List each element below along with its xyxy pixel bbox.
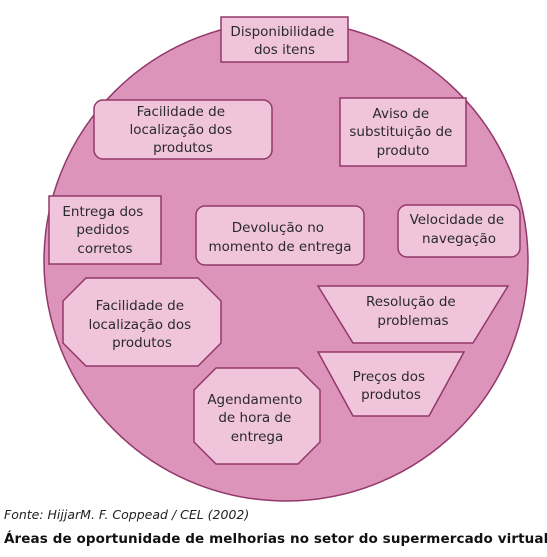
devolucao-line-1: Devolução no <box>232 220 324 236</box>
facilidade-top-line-3: produtos <box>153 140 213 156</box>
aviso-line-3: produto <box>377 143 430 159</box>
entrega-line-3: corretos <box>77 241 132 257</box>
box-entrega-pedidos: Entrega dos pedidos corretos <box>48 195 162 265</box>
octagon-agendamento: Agendamento de hora de entrega <box>193 367 321 465</box>
agendamento-line-3: entrega <box>231 429 284 445</box>
box-facilidade-localizacao-top: Facilidade de localização dos produtos <box>93 99 273 160</box>
svg-text:Velocidade de navegação: Velocidade de navegação <box>410 212 509 247</box>
entrega-line-1: Entrega dos <box>62 204 143 220</box>
trapezoid-precos-produtos: Preços dos produtos <box>316 351 466 417</box>
agendamento-line-2: de hora de <box>218 410 291 426</box>
velocidade-line-1: Velocidade de <box>410 212 505 228</box>
improvement-areas-diagram: Disponibilidade dos itens Facilidade de … <box>43 16 529 502</box>
precos-line-1: Preços dos <box>353 369 425 385</box>
box-velocidade-navegacao: Velocidade de navegação <box>397 204 521 258</box>
box-disponibilidade: Disponibilidade dos itens <box>220 16 349 63</box>
aviso-line-2: substituição de <box>349 124 452 140</box>
facilidade-oct-line-1: Facilidade de <box>96 298 184 314</box>
facilidade-top-line-2: localização dos <box>130 122 233 138</box>
devolucao-line-2: momento de entrega <box>209 239 352 255</box>
box-aviso-substituicao: Aviso de substituição de produto <box>339 97 467 167</box>
svg-text:Preços dos produtos: Preços dos produtos <box>353 369 430 403</box>
svg-text:Aviso de substituição de: Aviso de substituição de produto <box>349 106 456 159</box>
svg-text:Facilidade de localizaçã: Facilidade de localização dos produtos <box>89 298 196 351</box>
resolucao-line-2: problemas <box>377 313 448 329</box>
svg-text:Resolução de problemas: Resolução de problemas <box>366 294 460 329</box>
svg-text:Devolução no momento de: Devolução no momento de entrega <box>209 220 352 255</box>
aviso-line-1: Aviso de <box>373 106 430 122</box>
source-note: Fonte: HijjarM. F. Coppead / CEL (2002) <box>4 507 250 522</box>
figure-caption: Áreas de oportunidade de melhorias no se… <box>4 531 547 547</box>
svg-text:Facilidade de localizaçã: Facilidade de localização dos produtos <box>130 104 237 156</box>
facilidade-oct-line-2: localização dos <box>89 317 192 333</box>
disponibilidade-line-2: dos itens <box>254 42 315 58</box>
entrega-line-2: pedidos <box>76 222 129 238</box>
facilidade-oct-line-3: produtos <box>112 335 172 351</box>
svg-text:Disponibilidade dos iten: Disponibilidade dos itens <box>230 24 338 58</box>
velocidade-line-2: navegação <box>422 231 496 247</box>
agendamento-line-1: Agendamento <box>207 392 302 408</box>
trapezoid-resolucao-problemas: Resolução de problemas <box>316 285 510 344</box>
svg-text:Entrega dos pedidos: Entrega dos pedidos corretos <box>62 204 147 257</box>
box-devolucao: Devolução no momento de entrega <box>195 205 365 266</box>
svg-text:Agendamento de hora de: Agendamento de hora de entrega <box>207 392 306 445</box>
facilidade-top-line-1: Facilidade de <box>137 104 225 120</box>
octagon-facilidade-localizacao: Facilidade de localização dos produtos <box>62 277 222 367</box>
disponibilidade-line-1: Disponibilidade <box>230 24 334 40</box>
resolucao-line-1: Resolução de <box>366 294 456 310</box>
precos-line-2: produtos <box>361 387 421 403</box>
